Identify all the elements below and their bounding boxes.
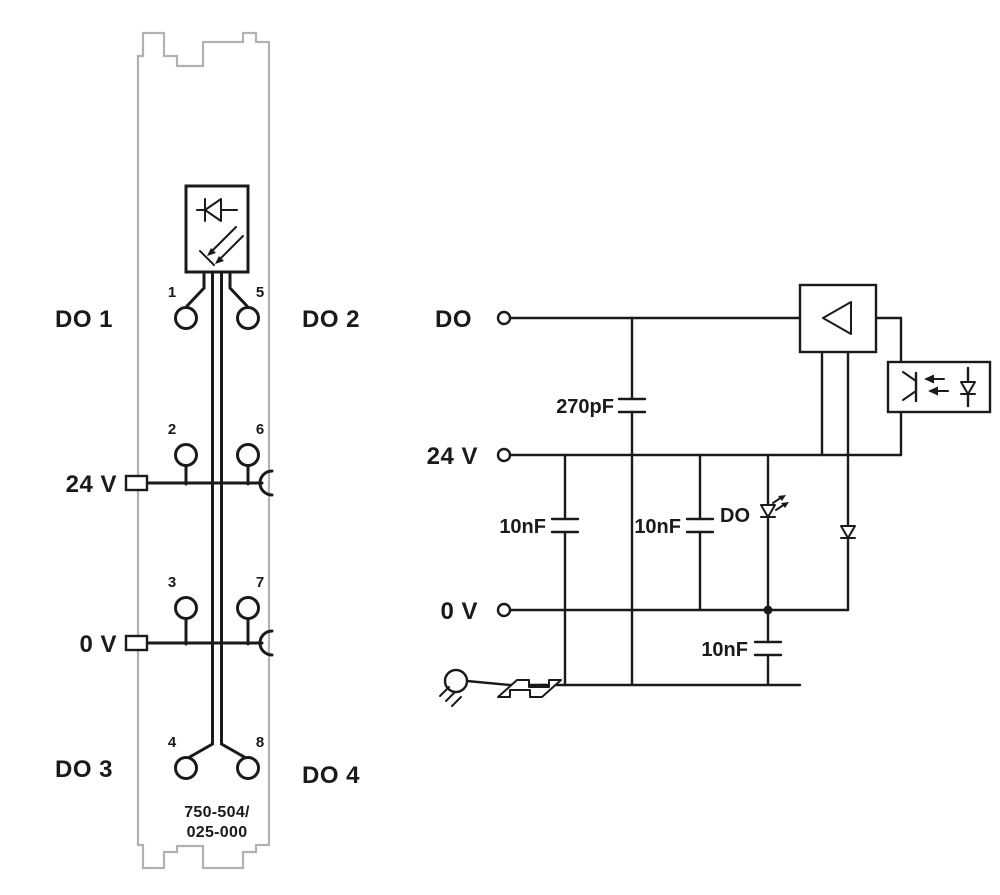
capacitor-270pf: 270pF xyxy=(556,316,647,687)
led-arrows-icon xyxy=(199,226,244,266)
terminal-do-label: DO xyxy=(435,306,472,333)
do-status-led: DO xyxy=(720,453,789,612)
label-do2: DO 2 xyxy=(302,306,360,333)
din-rail-icon xyxy=(497,679,562,698)
pin-7: 7 xyxy=(236,574,264,620)
capacitor-plates-icon xyxy=(753,640,783,657)
label-do3: DO 3 xyxy=(55,756,113,783)
pin-2-terminal xyxy=(174,443,198,467)
capacitor-10nf-c-label: 10nF xyxy=(701,639,748,661)
pin-stub-wires xyxy=(184,463,250,646)
pin-3-number: 3 xyxy=(168,574,176,591)
io-module: 1 5 2 6 3 7 4 8 DO 1 xyxy=(55,31,360,870)
status-led-box xyxy=(184,184,250,274)
label-0v: 0 V xyxy=(79,631,117,658)
pin-6-terminal xyxy=(236,443,260,467)
label-do4: DO 4 xyxy=(302,762,360,789)
pin-2-number: 2 xyxy=(168,421,176,438)
terminal-0v: 0 V xyxy=(440,598,512,625)
led-do-label: DO xyxy=(720,505,750,527)
pin-7-terminal xyxy=(236,596,260,620)
bus-wire-do4 xyxy=(220,270,248,760)
module-outline xyxy=(136,31,271,870)
pin-1-number: 1 xyxy=(168,284,176,301)
power-jumper-contact-icon xyxy=(258,469,274,497)
terminal-do: DO xyxy=(435,306,512,333)
pin-7-number: 7 xyxy=(256,574,264,591)
pin-4: 4 xyxy=(168,734,198,780)
amplifier-icon xyxy=(822,301,852,335)
driver-branch-wires xyxy=(820,350,850,612)
led-light-arrow xyxy=(778,495,786,501)
pin-4-terminal xyxy=(174,756,198,780)
terminal-24v-label: 24 V xyxy=(427,443,478,470)
pin-2: 2 xyxy=(168,421,198,467)
terminal-do-circle xyxy=(496,310,512,326)
pin-5-terminal xyxy=(236,306,260,330)
terminal-24v: 24 V xyxy=(427,443,512,470)
capacitor-10nf-b: 10nF xyxy=(634,453,715,612)
terminal-24v-circle xyxy=(496,447,512,463)
pin-8-terminal xyxy=(236,756,260,780)
part-number-line1: 750-504/ xyxy=(184,804,250,821)
led-triangle-icon xyxy=(760,504,776,518)
pin-5-number: 5 xyxy=(256,284,264,301)
capacitor-plates-icon xyxy=(617,397,647,414)
driver-box xyxy=(798,283,878,354)
part-number-line2: 025-000 xyxy=(187,824,248,841)
opto-diode-icon xyxy=(960,366,976,408)
pin-8: 8 xyxy=(236,734,264,780)
label-do1: DO 1 xyxy=(55,306,113,333)
diode-icon xyxy=(196,198,238,222)
bus-wire-do3 xyxy=(186,270,214,760)
terminal-0v-circle xyxy=(496,602,512,618)
bus-wire-do1 xyxy=(185,270,206,308)
bus-wire-do2 xyxy=(228,270,249,308)
capacitor-10nf-b-label: 10nF xyxy=(634,516,681,538)
suppressor-diode-icon xyxy=(840,525,856,539)
light-arrows-icon xyxy=(924,374,949,396)
pin-3: 3 xyxy=(168,574,198,620)
pin-4-number: 4 xyxy=(168,734,177,751)
capacitor-10nf-c: 10nF xyxy=(701,608,783,687)
terminal-0v-label: 0 V xyxy=(440,598,478,625)
pin-6: 6 xyxy=(236,421,264,467)
module-bus-wires xyxy=(185,270,249,760)
led-box xyxy=(184,184,250,274)
capacitor-270pf-label: 270pF xyxy=(556,396,614,418)
field-supply-connector-icon xyxy=(124,474,149,492)
module-24v-rail xyxy=(124,469,274,497)
pin-1: 1 xyxy=(168,284,198,330)
schematic: 10nF 270pF 10nF DO xyxy=(427,283,992,707)
phototransistor-icon xyxy=(902,371,918,403)
capacitor-10nf-a: 10nF xyxy=(499,453,580,687)
field-supply-connector-icon-0v xyxy=(124,634,149,652)
capacitor-plates-icon xyxy=(550,517,580,534)
optocoupler-outline xyxy=(886,360,992,414)
pin-3-terminal xyxy=(174,596,198,620)
label-24v: 24 V xyxy=(66,471,117,498)
earth-hatch-icon xyxy=(439,686,462,707)
pin-6-number: 6 xyxy=(256,421,264,438)
module-0v-rail xyxy=(124,629,274,657)
capacitor-plates-icon xyxy=(685,517,715,534)
power-jumper-contact-icon-0v xyxy=(258,629,274,657)
pin-1-terminal xyxy=(174,306,198,330)
capacitor-10nf-a-label: 10nF xyxy=(499,516,546,538)
pin-8-number: 8 xyxy=(256,734,264,751)
pin-5: 5 xyxy=(236,284,264,330)
led-light-arrow xyxy=(781,502,789,508)
optocoupler-box xyxy=(886,360,992,414)
